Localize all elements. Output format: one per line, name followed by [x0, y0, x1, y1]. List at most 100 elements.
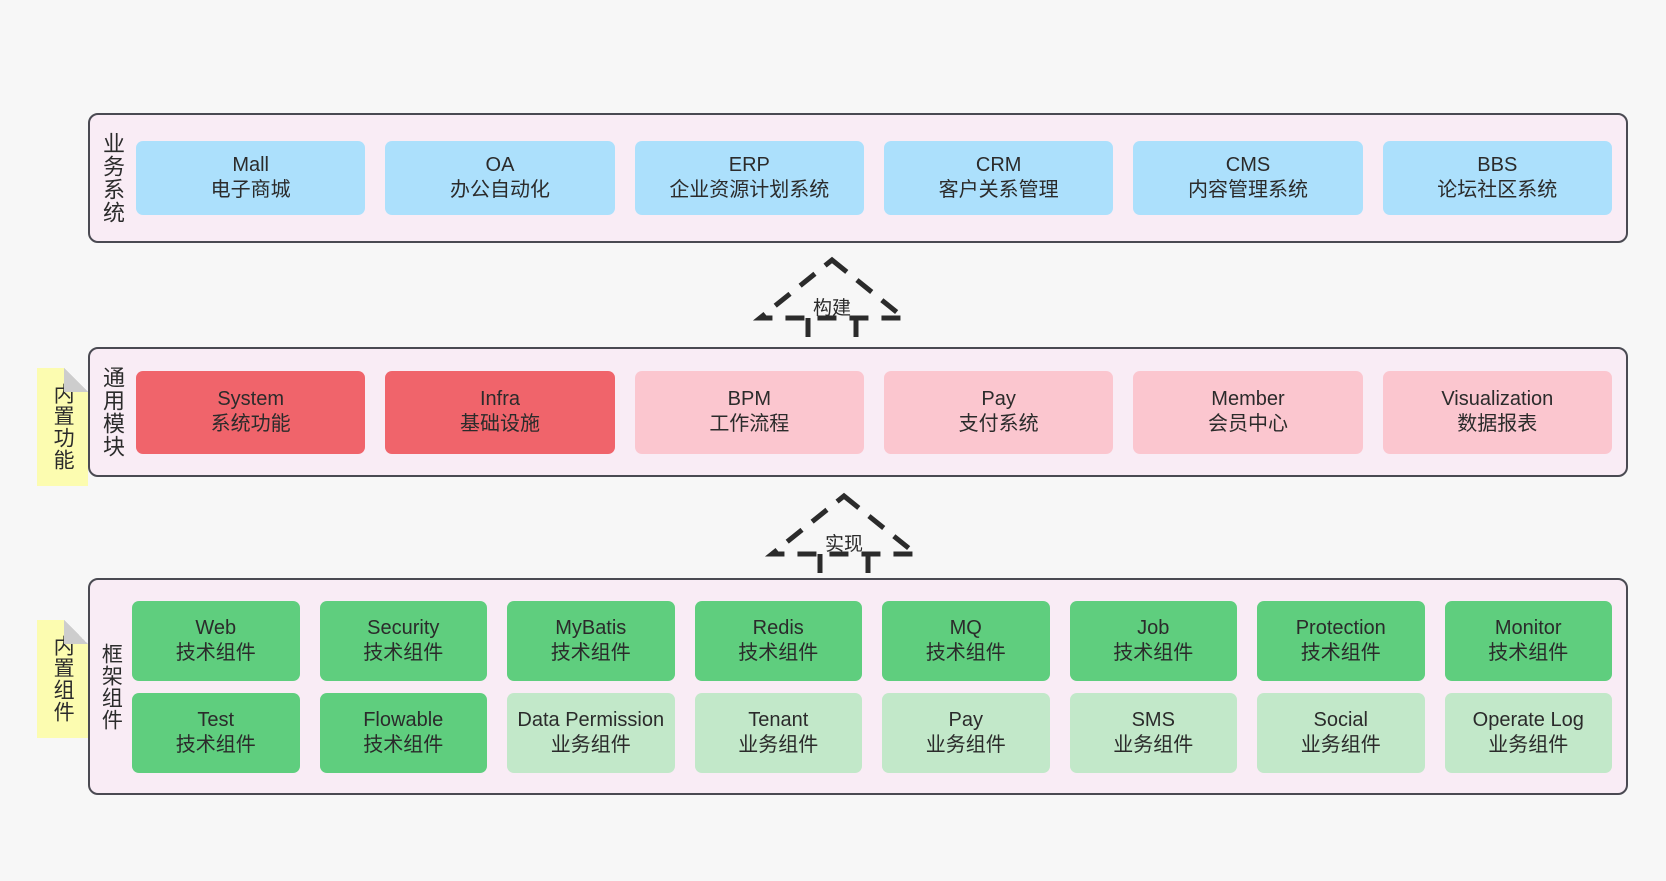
- sticky-note-builtin-components: 内置组件: [37, 620, 88, 738]
- module-subtitle: 技术组件: [363, 733, 444, 756]
- layer-body-business-system: Mall 电子商城 OA 办公自动化 ERP 企业资源计划系统 CRM 客户关系…: [134, 115, 1626, 241]
- module-subtitle: 客户关系管理: [938, 179, 1059, 201]
- module-row: Web 技术组件 Security 技术组件 MyBatis 技术组件 Redi…: [132, 600, 1612, 681]
- module-name: CMS: [1225, 154, 1271, 177]
- module-subtitle: 业务组件: [925, 733, 1006, 756]
- module-subtitle: 业务组件: [1300, 733, 1381, 756]
- arrow-label-build: 构建: [812, 298, 851, 319]
- module-box-pay-business[interactable]: Pay 业务组件: [882, 692, 1050, 773]
- module-box-redis[interactable]: Redis 技术组件: [694, 600, 862, 681]
- module-box-tenant[interactable]: Tenant 业务组件: [694, 692, 862, 773]
- module-name: Visualization: [1441, 388, 1554, 411]
- module-name: Flowable: [363, 708, 444, 731]
- module-box-system[interactable]: System 系统功能: [136, 370, 366, 454]
- module-box-mall[interactable]: Mall 电子商城: [136, 141, 366, 215]
- module-subtitle: 技术组件: [175, 641, 256, 664]
- module-subtitle: 企业资源计划系统: [669, 179, 830, 201]
- module-name: Infra: [479, 388, 520, 411]
- module-box-security[interactable]: Security 技术组件: [319, 600, 487, 681]
- module-name: SMS: [1131, 708, 1175, 731]
- sticky-note-builtin-functions: 内置功能: [37, 368, 88, 486]
- layer-business-system: 业务系统 Mall 电子商城 OA 办公自动化 ERP 企业资源计划系统 CRM…: [88, 113, 1628, 243]
- sticky-note-text: 内置功能: [51, 383, 75, 471]
- module-name: CRM: [975, 154, 1022, 177]
- module-box-operate-log[interactable]: Operate Log 业务组件: [1444, 692, 1612, 773]
- module-subtitle: 会员中心: [1207, 413, 1288, 435]
- layer-common-module: 通用模块 System 系统功能 Infra 基础设施 BPM 工作流程 Pay…: [88, 347, 1628, 477]
- module-box-mybatis[interactable]: MyBatis 技术组件: [507, 600, 675, 681]
- module-subtitle: 工作流程: [709, 413, 790, 435]
- module-box-bbs[interactable]: BBS 论坛社区系统: [1382, 141, 1612, 215]
- module-row: System 系统功能 Infra 基础设施 BPM 工作流程 Pay 支付系统…: [136, 370, 1612, 454]
- module-box-flowable[interactable]: Flowable 技术组件: [319, 692, 487, 773]
- module-name: Pay: [981, 388, 1016, 411]
- module-subtitle: 技术组件: [550, 641, 631, 664]
- module-box-test[interactable]: Test 技术组件: [132, 692, 300, 773]
- layer-title-business-system: 业务系统: [99, 132, 125, 224]
- module-name: Protection: [1295, 616, 1386, 639]
- module-name: Mall: [232, 154, 269, 177]
- module-box-protection[interactable]: Protection 技术组件: [1257, 600, 1425, 681]
- module-subtitle: 技术组件: [175, 733, 256, 756]
- module-name: Web: [195, 616, 237, 639]
- module-subtitle: 技术组件: [738, 641, 819, 664]
- arrow-build: 构建: [752, 256, 912, 348]
- module-row: Test 技术组件 Flowable 技术组件 Data Permission …: [132, 692, 1612, 773]
- module-subtitle: 基础设施: [459, 413, 540, 435]
- module-subtitle: 办公自动化: [449, 179, 550, 201]
- module-box-infra[interactable]: Infra 基础设施: [385, 370, 615, 454]
- module-name: Data Permission: [517, 708, 665, 731]
- module-subtitle: 电子商城: [210, 179, 291, 201]
- module-subtitle: 技术组件: [1113, 641, 1194, 664]
- module-name: System: [217, 388, 284, 411]
- arrow-realize: 实现: [764, 492, 924, 584]
- module-name: Redis: [752, 616, 804, 639]
- module-name: Security: [367, 616, 440, 639]
- layer-body-framework-component: Web 技术组件 Security 技术组件 MyBatis 技术组件 Redi…: [130, 580, 1626, 793]
- module-name: Social: [1313, 708, 1368, 731]
- module-name: Member: [1211, 388, 1285, 411]
- module-subtitle: 业务组件: [738, 733, 819, 756]
- module-box-visualization[interactable]: Visualization 数据报表: [1382, 370, 1612, 454]
- module-name: Operate Log: [1472, 708, 1584, 731]
- layer-framework-component: 框架组件 Web 技术组件 Security 技术组件 MyBatis 技术组件…: [88, 578, 1628, 795]
- module-subtitle: 技术组件: [363, 641, 444, 664]
- module-row: Mall 电子商城 OA 办公自动化 ERP 企业资源计划系统 CRM 客户关系…: [136, 141, 1612, 215]
- module-subtitle: 技术组件: [1488, 641, 1569, 664]
- module-subtitle: 业务组件: [1113, 733, 1194, 756]
- module-box-job[interactable]: Job 技术组件: [1069, 600, 1237, 681]
- module-name: Job: [1137, 616, 1170, 639]
- module-subtitle: 业务组件: [1488, 733, 1569, 756]
- arrow-label-realize: 实现: [824, 534, 863, 555]
- module-name: Pay: [948, 708, 983, 731]
- module-box-crm[interactable]: CRM 客户关系管理: [883, 141, 1114, 215]
- module-name: Tenant: [748, 708, 809, 731]
- module-name: OA: [485, 154, 515, 177]
- module-subtitle: 支付系统: [958, 413, 1039, 435]
- module-box-sms[interactable]: SMS 业务组件: [1069, 692, 1237, 773]
- module-subtitle: 业务组件: [550, 733, 631, 756]
- module-box-oa[interactable]: OA 办公自动化: [385, 141, 615, 215]
- module-box-bpm[interactable]: BPM 工作流程: [634, 370, 864, 454]
- module-box-pay[interactable]: Pay 支付系统: [883, 370, 1114, 454]
- module-name: BBS: [1477, 154, 1518, 177]
- module-name: BPM: [727, 388, 771, 411]
- layer-title-framework-component: 框架组件: [99, 642, 123, 731]
- module-box-erp[interactable]: ERP 企业资源计划系统: [634, 141, 864, 215]
- layer-body-common-module: System 系统功能 Infra 基础设施 BPM 工作流程 Pay 支付系统…: [134, 349, 1626, 475]
- module-box-social[interactable]: Social 业务组件: [1257, 692, 1425, 773]
- module-subtitle: 论坛社区系统: [1437, 179, 1558, 201]
- module-box-monitor[interactable]: Monitor 技术组件: [1444, 600, 1612, 681]
- module-subtitle: 技术组件: [1300, 641, 1381, 664]
- module-box-web[interactable]: Web 技术组件: [132, 600, 300, 681]
- module-subtitle: 技术组件: [925, 641, 1006, 664]
- dashed-hollow-arrow-up-icon: [752, 256, 912, 348]
- module-box-cms[interactable]: CMS 内容管理系统: [1133, 141, 1363, 215]
- module-box-mq[interactable]: MQ 技术组件: [882, 600, 1050, 681]
- module-box-data-permission[interactable]: Data Permission 业务组件: [507, 692, 675, 773]
- layer-title-common-module: 通用模块: [99, 366, 125, 458]
- module-box-member[interactable]: Member 会员中心: [1133, 370, 1363, 454]
- module-name: Test: [197, 708, 235, 731]
- module-subtitle: 内容管理系统: [1187, 179, 1308, 201]
